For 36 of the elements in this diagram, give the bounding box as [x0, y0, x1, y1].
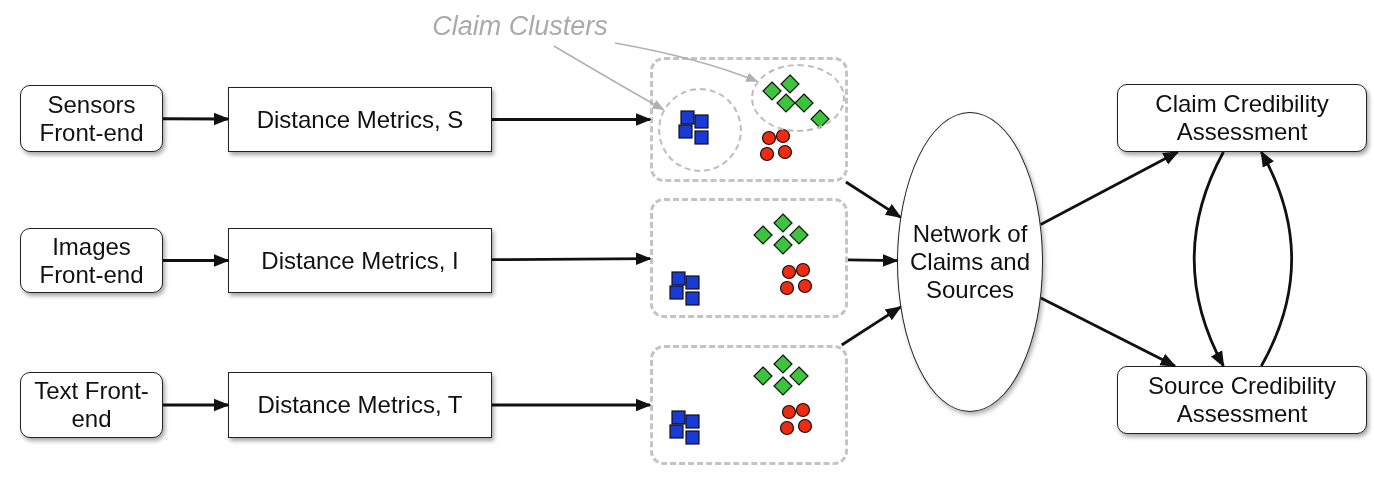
node-label: Distance Metrics, S	[256, 105, 464, 134]
process-box	[20, 228, 163, 293]
callout-label: Claim Clusters	[432, 12, 608, 40]
arrow	[163, 398, 230, 412]
arrow	[1040, 296, 1177, 368]
node-label: Images Front-end	[38, 232, 145, 289]
arrow	[840, 305, 902, 347]
node-label: Text Front-end	[33, 377, 150, 433]
metrics-box	[228, 372, 492, 438]
arrow	[845, 180, 902, 219]
process-box	[1117, 366, 1367, 434]
process-box	[20, 85, 163, 152]
cluster-panel	[650, 198, 848, 318]
node-label: Distance Metrics, T	[257, 391, 463, 419]
cluster-panel	[650, 57, 848, 182]
leader-arrow	[614, 42, 759, 83]
leader-arrow	[553, 45, 665, 111]
arrow	[492, 398, 652, 412]
node-label: Network of Claims and Sources	[908, 220, 1031, 304]
arrow	[492, 252, 652, 266]
node-label: Distance Metrics, I	[261, 246, 459, 275]
arrow	[1192, 151, 1225, 368]
metrics-box	[228, 228, 492, 293]
arrow	[163, 254, 230, 267]
node-label: Source Credibility Assessment	[1146, 372, 1338, 428]
arrow	[492, 113, 652, 126]
metrics-box	[228, 87, 492, 152]
arrow	[1040, 150, 1180, 226]
node-label: Sensors Front-end	[38, 90, 145, 147]
cluster-panel	[650, 345, 848, 465]
arrow	[163, 112, 230, 126]
node-label: Claim Credibility Assessment	[1154, 90, 1330, 146]
arrow	[1260, 150, 1293, 367]
process-box	[1117, 84, 1367, 152]
arrow	[847, 254, 899, 267]
process-box	[20, 372, 163, 438]
